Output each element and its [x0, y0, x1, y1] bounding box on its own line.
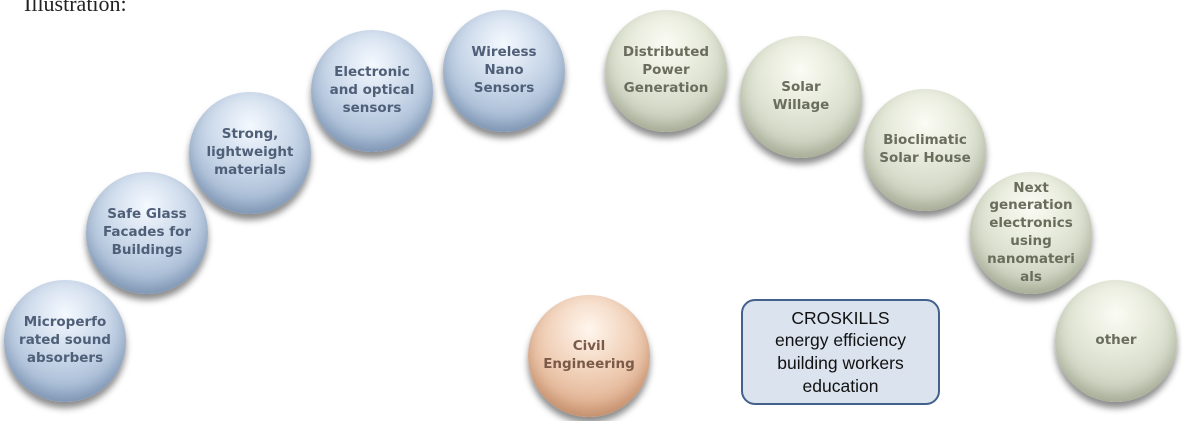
sphere-label: Solar Willage	[772, 79, 830, 113]
sphere-civil-engineering: Civil Engineering	[528, 295, 650, 417]
sphere-label: Safe Glass Facades for Buildings	[102, 206, 191, 258]
sphere-label: Strong, lightweight materials	[206, 126, 294, 178]
sphere-label: Next generation electronics using nanoma…	[987, 179, 1075, 285]
sphere-distributed-power-generation: Distributed Power Generation	[605, 10, 727, 132]
sphere-strong-lightweight-materials: Strong, lightweight materials	[189, 92, 311, 214]
note-line: education	[802, 375, 879, 396]
sphere-safe-glass-facades: Safe Glass Facades for Buildings	[86, 172, 208, 294]
note-line: CROSKILLS	[791, 307, 890, 328]
sphere-solar-willage: Solar Willage	[740, 36, 862, 158]
sphere-electronic-optical-sensors: Electronic and optical sensors	[311, 30, 433, 152]
sphere-label: Distributed Power Generation	[622, 44, 710, 96]
sphere-microperforated-sound-absorbers: Microperfo rated sound absorbers	[4, 280, 126, 402]
note-line: energy efficiency	[774, 330, 906, 351]
sphere-wireless-nano-sensors: Wireless Nano Sensors	[443, 10, 565, 132]
sphere-label: Electronic and optical sensors	[329, 64, 415, 116]
sphere-label: Microperfo rated sound absorbers	[19, 314, 111, 366]
sphere-other: other	[1055, 280, 1177, 402]
croskills-note-box: CROSKILLS energy efficiency building wor…	[741, 299, 940, 405]
sphere-label: Bioclimatic Solar House	[879, 132, 971, 166]
sphere-bioclimatic-solar-house: Bioclimatic Solar House	[864, 89, 986, 211]
sphere-next-generation-electronics: Next generation electronics using nanoma…	[970, 172, 1092, 294]
caption: Illustration:	[24, 0, 127, 16]
sphere-label: Civil Engineering	[543, 338, 635, 372]
sphere-label: other	[1095, 332, 1137, 349]
note-line: building workers	[777, 353, 904, 373]
sphere-label: Wireless Nano Sensors	[471, 44, 537, 96]
